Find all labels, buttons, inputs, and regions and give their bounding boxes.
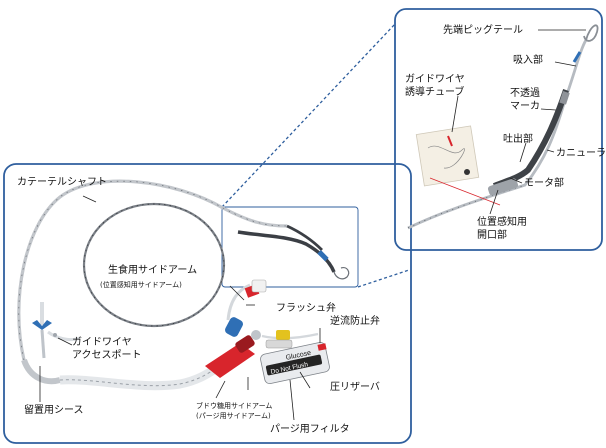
label-pressure-reservoir: 圧リザーバ xyxy=(330,381,380,393)
label-sensing-opening-2: 開口部 xyxy=(477,228,507,241)
label-motor: モータ部 xyxy=(524,176,564,189)
pump-head-large xyxy=(407,24,599,230)
label-cannula: カニューラ xyxy=(556,147,606,159)
label-guidewire-tube-2: 誘導チューブ xyxy=(405,85,464,98)
label-glucose-side-arm-1: ブドウ糖用サイドアーム xyxy=(196,401,272,410)
pressure-reservoir-body: Glucose Do Not Flush xyxy=(260,341,330,385)
label-check-valve: 逆流防止弁 xyxy=(330,314,380,327)
label-saline-side-arm: 生食用サイドアーム xyxy=(108,263,197,276)
label-radiopaque-marker-2: マーカ xyxy=(510,100,540,112)
zoom-connector-bottom xyxy=(357,269,410,288)
label-pigtail-tip: 先端ピッグテール xyxy=(443,23,523,36)
zoom-region xyxy=(221,206,359,288)
label-flush-valve: フラッシュ弁 xyxy=(276,301,336,314)
purge-lines xyxy=(261,330,319,349)
leader-lines xyxy=(39,29,586,421)
radiopaque-marker-band xyxy=(559,91,570,105)
label-inlet: 吸入部 xyxy=(513,53,543,66)
motor-housing xyxy=(487,178,519,196)
label-glucose-side-arm-2: (パージ用サイドアーム) xyxy=(196,412,271,420)
pump-head-small xyxy=(237,224,350,280)
label-radiopaque-marker-1: 不透過 xyxy=(510,87,540,99)
connector-red xyxy=(205,330,261,378)
saline-side-arm-hub xyxy=(225,279,267,337)
label-guidewire-port-2: アクセスポート xyxy=(72,349,142,361)
zoom-connector-top xyxy=(221,23,396,208)
label-purge-filter: パージ用フィルタ xyxy=(270,423,350,435)
guidewire-tube-card xyxy=(415,125,501,206)
label-saline-side-arm-sub: (位置感知用サイドアーム) xyxy=(100,280,182,289)
label-catheter-shaft: カテーテルシャフト xyxy=(17,176,107,188)
pigtail-curl xyxy=(583,24,599,42)
label-indwelling-sheath: 留置用シース xyxy=(24,403,84,416)
catheter-shaft xyxy=(17,179,288,391)
label-guidewire-tube-1: ガイドワイヤ xyxy=(405,73,465,85)
main-frame xyxy=(3,163,412,444)
guidewire-access-port xyxy=(32,302,81,359)
label-outlet: 吐出部 xyxy=(503,132,533,145)
inset-frame xyxy=(394,8,603,251)
label-sensing-opening-1: 位置感知用 xyxy=(477,215,527,228)
label-guidewire-port-1: ガイドワイヤ xyxy=(72,336,132,348)
